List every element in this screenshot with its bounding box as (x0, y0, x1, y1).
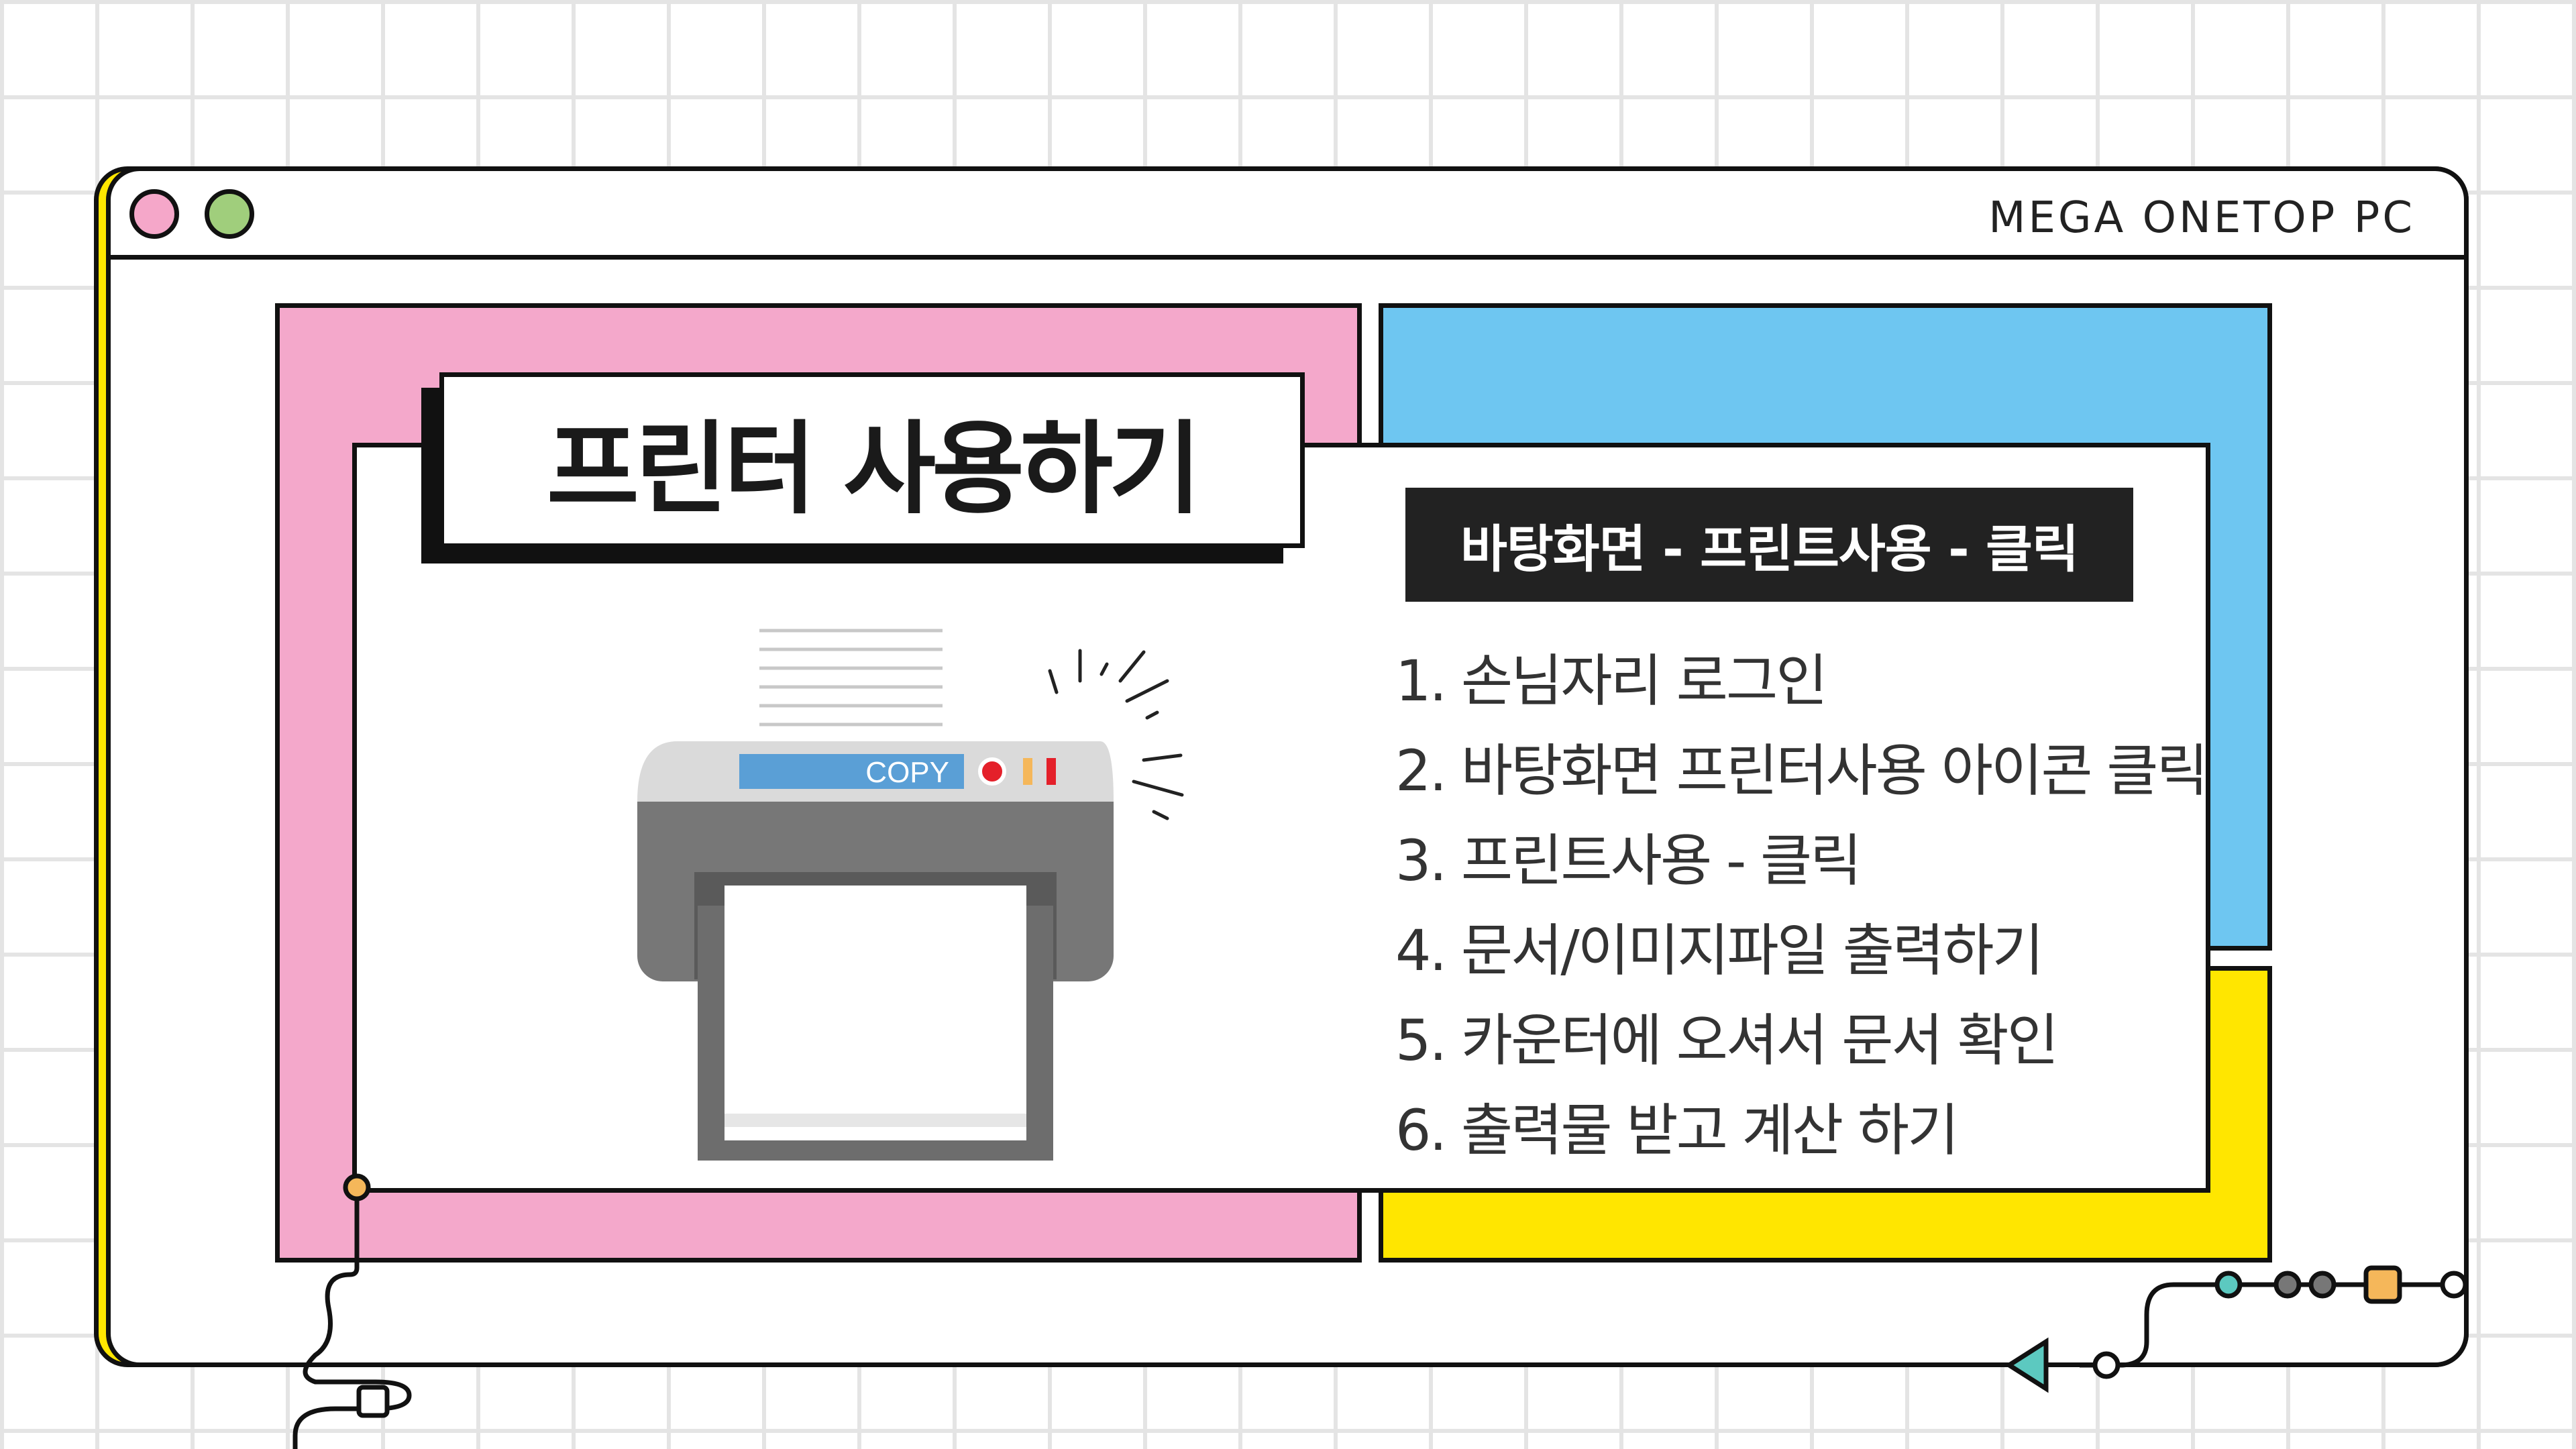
steps-list: 1. 손님자리 로그인 2. 바탕화면 프린터사용 아이콘 클릭 3. 프린트사… (1395, 636, 2208, 1175)
step-item: 6. 출력물 받고 계산 하기 (1395, 1097, 1959, 1163)
step-item: 2. 바탕화면 프린터사용 아이콘 클릭 (1395, 738, 2208, 804)
step-item: 3. 프린트사용 - 클릭 (1395, 828, 1862, 894)
page-title: 프린터 사용하기 (546, 411, 1201, 528)
title-box: 프린터 사용하기 (439, 372, 1305, 548)
path-text: 바탕화면 - 프린트사용 - 클릭 (1460, 519, 2079, 579)
step-item: 4. 문서/이미지파일 출력하기 (1395, 918, 2044, 983)
path-banner: 바탕화면 - 프린트사용 - 클릭 (1405, 488, 2133, 602)
step-item: 1. 손님자리 로그인 (1395, 648, 1828, 714)
printer-icon: COPY (637, 629, 1184, 1161)
step-item: 5. 카운터에 오셔서 문서 확인 (1395, 1008, 2059, 1073)
printer-label: COPY (865, 756, 949, 789)
window-title: MEGA ONETOP PC (1988, 193, 2415, 243)
window-minimize-dot[interactable] (205, 189, 254, 239)
titlebar-divider (106, 255, 2469, 260)
window-close-dot[interactable] (129, 189, 179, 239)
